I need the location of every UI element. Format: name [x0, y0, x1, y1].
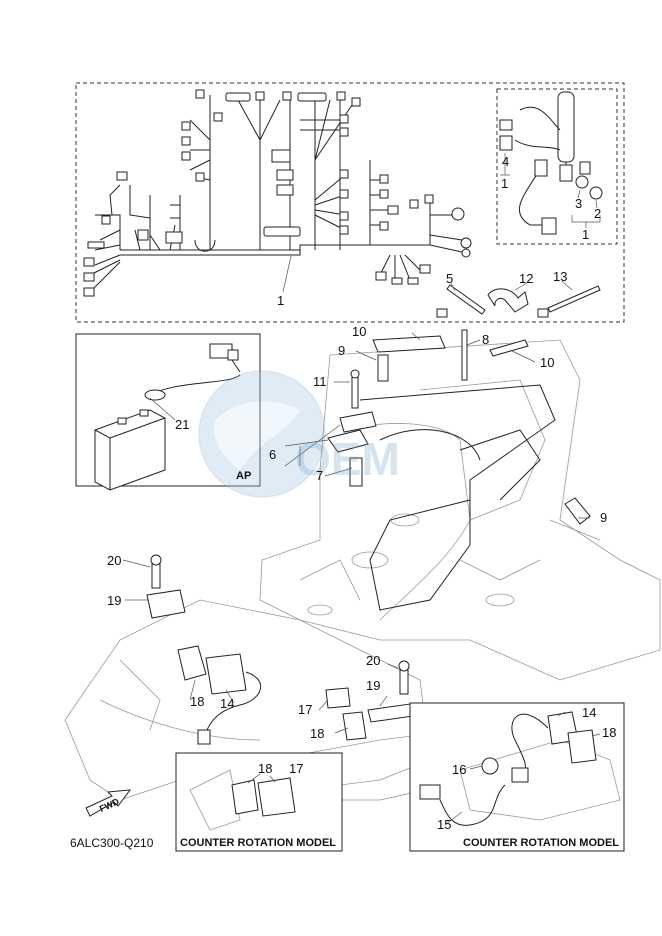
harness-inset-drawing [499, 91, 603, 235]
callout-10-top: 10 [352, 324, 366, 339]
callout-1-bracket: 1 [582, 227, 589, 242]
counter-rotation-left-drawing [189, 769, 296, 831]
callout-18-right: 18 [602, 725, 616, 740]
cable-ties-and-holder-drawing [436, 280, 601, 318]
callout-3: 3 [575, 196, 582, 211]
callout-19-mid: 19 [366, 678, 380, 693]
callout-7: 7 [316, 468, 323, 483]
counter-rotation-right-drawing [419, 711, 621, 826]
callout-21: 21 [175, 417, 189, 432]
callout-5: 5 [446, 271, 453, 286]
callout-14-left: 14 [220, 696, 234, 711]
callout-15: 15 [437, 817, 451, 832]
callout-2: 2 [594, 206, 601, 221]
callout-12: 12 [519, 271, 533, 286]
callout-20-mid: 20 [366, 653, 380, 668]
callout-8: 8 [482, 332, 489, 347]
callout-17-mid: 17 [298, 702, 312, 717]
callout-14-right: 14 [582, 705, 596, 720]
callout-11: 11 [313, 374, 327, 389]
counter-rotation-box-left [175, 752, 343, 852]
fwd-arrow [85, 789, 132, 817]
watermark-logo [198, 370, 326, 498]
wire-harness-drawing [83, 89, 472, 297]
callout-4: 4 [502, 154, 509, 169]
callout-17-box: 17 [289, 761, 303, 776]
counter-rotation-caption-left: COUNTER ROTATION MODEL [180, 837, 336, 849]
battery-drawing [94, 343, 241, 491]
lower-left-drawing [64, 554, 431, 801]
callout-13: 13 [553, 269, 567, 284]
callout-19-left: 19 [107, 593, 121, 608]
engine-ghost-drawing [259, 339, 661, 681]
callout-16: 16 [452, 762, 466, 777]
part-code: 6ALC300-Q210 [70, 836, 154, 850]
harness-inset-frame [496, 88, 618, 245]
callout-10-right: 10 [540, 355, 554, 370]
callout-20-left: 20 [107, 553, 121, 568]
callout-9-right: 9 [600, 510, 607, 525]
callout-1-main: 1 [277, 293, 284, 308]
callout-18-mid: 18 [310, 726, 324, 741]
callout-6: 6 [269, 447, 276, 462]
ap-label: AP [236, 470, 251, 482]
harness-group-frame [75, 82, 625, 323]
watermark-text: OEM [295, 433, 400, 485]
callout-9-top: 9 [338, 343, 345, 358]
battery-group-frame [75, 333, 261, 487]
callout-18-left: 18 [190, 694, 204, 709]
callout-1-inset: 1 [501, 176, 508, 191]
counter-rotation-caption-right: COUNTER ROTATION MODEL [463, 837, 619, 849]
callout-18-box: 18 [258, 761, 272, 776]
engine-parts-drawing [284, 329, 591, 525]
